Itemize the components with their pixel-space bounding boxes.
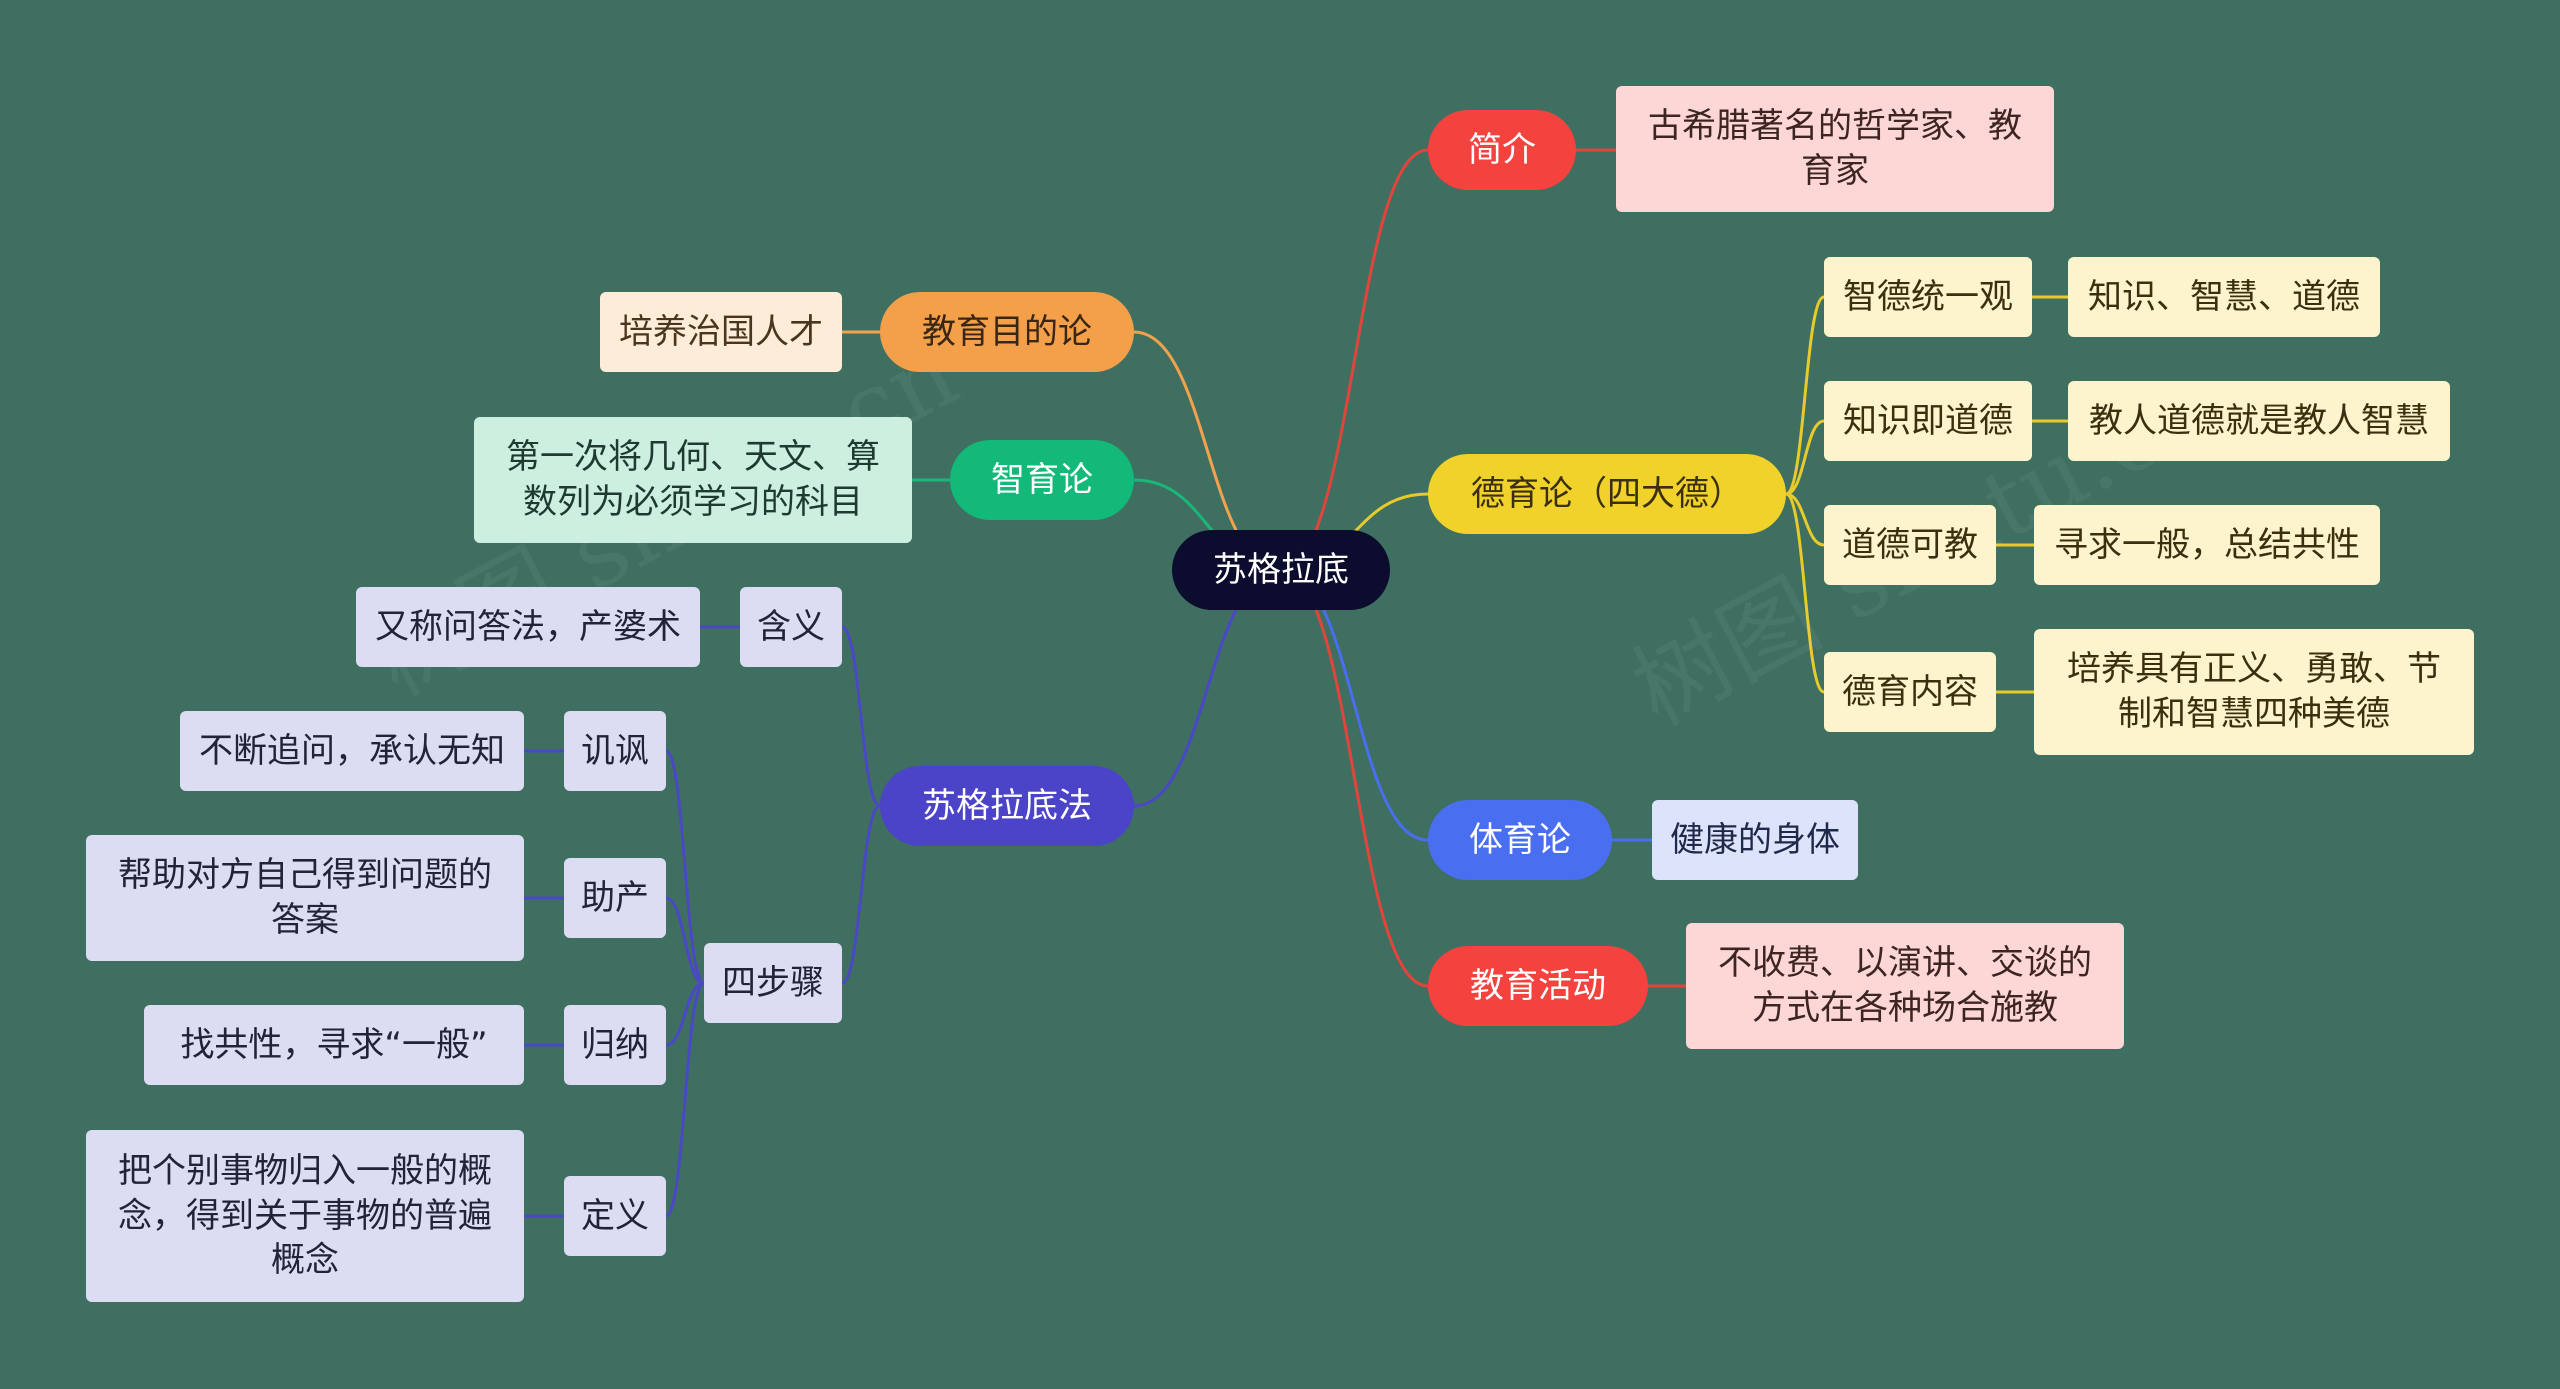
method-four-steps[interactable]: 四步骤 xyxy=(704,943,842,1023)
moral-item-4[interactable]: 德育内容 xyxy=(1824,652,1996,732)
edge-root-activity xyxy=(1280,568,1429,988)
step-induction-detail[interactable]: 找共性，寻求“一般” xyxy=(144,1005,524,1085)
moral-item-3[interactable]: 道德可教 xyxy=(1824,505,1996,585)
edge-root-physical xyxy=(1280,568,1429,842)
moral-item-2-detail[interactable]: 教人道德就是教人智慧 xyxy=(2068,381,2450,461)
physical-detail[interactable]: 健康的身体 xyxy=(1652,800,1858,880)
moral-item-1[interactable]: 智德统一观 xyxy=(1824,257,2032,337)
activity-detail[interactable]: 不收费、以演讲、交谈的方式在各种场合施教 xyxy=(1686,923,2124,1049)
branch-activity[interactable]: 教育活动 xyxy=(1428,946,1648,1026)
intro-detail[interactable]: 古希腊著名的哲学家、教育家 xyxy=(1616,86,2054,212)
root-node[interactable]: 苏格拉底 xyxy=(1172,530,1390,610)
edge-moral-items xyxy=(1785,295,1825,496)
moral-item-2[interactable]: 知识即道德 xyxy=(1824,381,2032,461)
edge-steps xyxy=(665,896,705,985)
branch-intellect[interactable]: 智育论 xyxy=(950,440,1134,520)
edge-method-items xyxy=(841,804,881,985)
edge-root-intro xyxy=(1280,148,1429,572)
branch-purpose[interactable]: 教育目的论 xyxy=(880,292,1134,372)
step-irony-detail[interactable]: 不断追问，承认无知 xyxy=(180,711,524,791)
edge-steps xyxy=(665,981,705,1218)
branch-moral[interactable]: 德育论（四大德） xyxy=(1428,454,1786,534)
method-meaning-detail[interactable]: 又称问答法，产婆术 xyxy=(356,587,700,667)
step-irony[interactable]: 讥讽 xyxy=(564,711,666,791)
step-midwifery[interactable]: 助产 xyxy=(564,858,666,938)
edge-method-items xyxy=(841,625,881,808)
moral-item-4-detail[interactable]: 培养具有正义、勇敢、节制和智慧四种美德 xyxy=(2034,629,2474,755)
branch-intro[interactable]: 简介 xyxy=(1428,110,1576,190)
edge-moral-items xyxy=(1785,492,1825,694)
edge-moral-items xyxy=(1785,419,1825,496)
intellect-detail[interactable]: 第一次将几何、天文、算数列为必须学习的科目 xyxy=(474,417,912,543)
moral-item-3-detail[interactable]: 寻求一般，总结共性 xyxy=(2034,505,2380,585)
branch-method[interactable]: 苏格拉底法 xyxy=(880,766,1134,846)
edge-steps xyxy=(665,981,705,1047)
branch-physical[interactable]: 体育论 xyxy=(1428,800,1612,880)
moral-item-1-detail[interactable]: 知识、智慧、道德 xyxy=(2068,257,2380,337)
step-definition-detail[interactable]: 把个别事物归入一般的概念，得到关于事物的普遍概念 xyxy=(86,1130,524,1302)
step-induction[interactable]: 归纳 xyxy=(564,1005,666,1085)
purpose-detail[interactable]: 培养治国人才 xyxy=(600,292,842,372)
edge-steps xyxy=(665,749,705,985)
method-meaning[interactable]: 含义 xyxy=(740,587,842,667)
edge-moral-items xyxy=(1785,492,1825,547)
step-midwifery-detail[interactable]: 帮助对方自己得到问题的答案 xyxy=(86,835,524,961)
step-definition[interactable]: 定义 xyxy=(564,1176,666,1256)
